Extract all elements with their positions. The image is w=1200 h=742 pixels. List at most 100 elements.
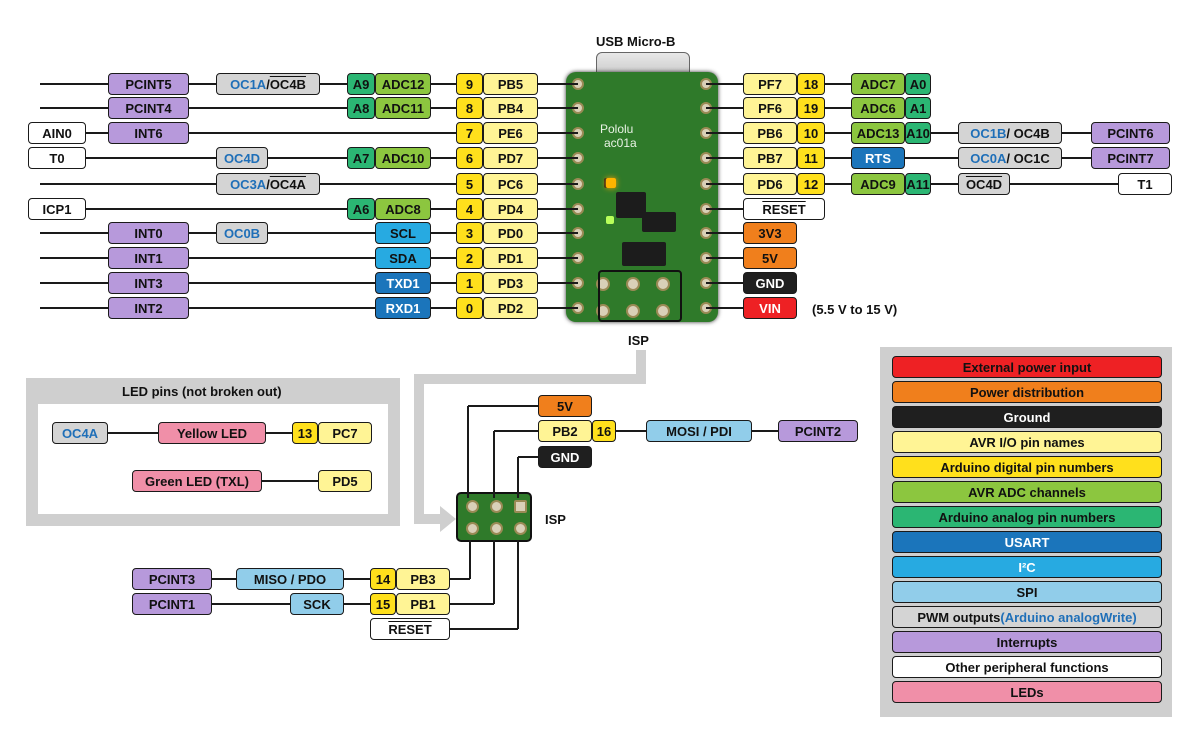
pin-label-a6: A6 <box>347 198 375 220</box>
pin-label-t1: T1 <box>1118 173 1172 195</box>
isp-sck: SCK <box>290 593 344 615</box>
pin-label-adc13: ADC13 <box>851 122 905 144</box>
isp-arrow <box>414 374 424 524</box>
legend-item-spi: SPI <box>892 581 1162 603</box>
isp-arrow-head <box>440 506 456 532</box>
green-led <box>606 216 614 224</box>
pin-label-pd1: PD1 <box>483 247 538 269</box>
pin-label-a10: A10 <box>905 122 931 144</box>
legend-item-external-power-input: External power input <box>892 356 1162 378</box>
pin-label-a1: A1 <box>905 97 931 119</box>
vin-note: (5.5 V to 15 V) <box>812 302 898 317</box>
isp-5v: 5V <box>538 395 592 417</box>
pin-label-int2: INT2 <box>108 297 189 319</box>
pin-label-18: 18 <box>797 73 825 95</box>
left-wire-6 <box>40 232 578 234</box>
pin-label-rts: RTS <box>851 147 905 169</box>
pin-label-9: 9 <box>456 73 483 95</box>
pin-label-pcint7: PCINT7 <box>1091 147 1170 169</box>
isp-wire-gnd <box>518 456 538 458</box>
pin-label-11: 11 <box>797 147 825 169</box>
pin-label-adc12: ADC12 <box>375 73 431 95</box>
legend-item-arduino-digital-pin-numbers: Arduino digital pin numbers <box>892 456 1162 478</box>
pin-label-adc7: ADC7 <box>851 73 905 95</box>
pin-label-oc0a-oc1c: OC0A / OC1C <box>958 147 1062 169</box>
pin-label-10: 10 <box>797 122 825 144</box>
right-wire-5 <box>706 208 743 210</box>
isp-wire-reset <box>517 540 519 629</box>
isp-reset: RESET <box>370 618 450 640</box>
pin-label-pb6: PB6 <box>743 122 797 144</box>
pin-label-7: 7 <box>456 122 483 144</box>
pin-label-3v3: 3V3 <box>743 222 797 244</box>
board-silk-2: ac01a <box>604 136 637 150</box>
usb-title: USB Micro-B <box>596 34 676 49</box>
pin-label-txd1: TXD1 <box>375 272 431 294</box>
pin-label-a8: A8 <box>347 97 375 119</box>
isp-pb3: PB3 <box>396 568 450 590</box>
isp-header-pad <box>514 500 527 513</box>
isp-wire-mosi <box>493 431 495 498</box>
board-silk-1: Pololu <box>600 122 634 136</box>
pin-label-int6: INT6 <box>108 122 189 144</box>
legend-item-interrupts: Interrupts <box>892 631 1162 653</box>
pin-label-pcint6: PCINT6 <box>1091 122 1170 144</box>
led-green: Green LED (TXL) <box>132 470 262 492</box>
pin-label-int3: INT3 <box>108 272 189 294</box>
isp-wire-miso <box>469 540 471 579</box>
pin-label-sda: SDA <box>375 247 431 269</box>
isp-wire-reset <box>450 628 518 630</box>
pin-label-2: 2 <box>456 247 483 269</box>
legend-item-usart: USART <box>892 531 1162 553</box>
pin-label-t0: T0 <box>28 147 86 169</box>
isp-miso: MISO / PDO <box>236 568 344 590</box>
right-wire-9 <box>706 307 743 309</box>
legend-item-other-peripheral-functions: Other peripheral functions <box>892 656 1162 678</box>
pin-label-pb4: PB4 <box>483 97 538 119</box>
pin-label-1: 1 <box>456 272 483 294</box>
pin-label-pd2: PD2 <box>483 297 538 319</box>
pin-label-pcint4: PCINT4 <box>108 97 189 119</box>
pin-label-reset: RESET <box>743 198 825 220</box>
led-pd5: PD5 <box>318 470 372 492</box>
left-wire-8 <box>40 282 578 284</box>
isp-pad <box>626 304 640 318</box>
led-wire-green <box>250 480 330 482</box>
isp-arrow <box>636 350 646 380</box>
isp-wire-5v <box>468 405 538 407</box>
pin-label-oc4d: OC4D <box>216 147 268 169</box>
legend-item-ground: Ground <box>892 406 1162 428</box>
pin-label-adc6: ADC6 <box>851 97 905 119</box>
isp-wire-mosi <box>494 430 538 432</box>
pin-label-int0: INT0 <box>108 222 189 244</box>
isp-pad <box>656 277 670 291</box>
pin-label-pd6: PD6 <box>743 173 797 195</box>
led-pins-inner <box>38 404 388 514</box>
isp-arrow <box>414 514 442 524</box>
pin-label-a0: A0 <box>905 73 931 95</box>
pin-label-4: 4 <box>456 198 483 220</box>
pin-label-3: 3 <box>456 222 483 244</box>
legend-item-power-distribution: Power distribution <box>892 381 1162 403</box>
pin-label-pf7: PF7 <box>743 73 797 95</box>
isp-15: 15 <box>370 593 396 615</box>
pin-label-12: 12 <box>797 173 825 195</box>
pin-label-adc11: ADC11 <box>375 97 431 119</box>
isp-wire-gnd <box>517 457 519 498</box>
isp-pb1: PB1 <box>396 593 450 615</box>
isp-header-pad <box>514 522 527 535</box>
isp-pcint3: PCINT3 <box>132 568 212 590</box>
left-wire-2 <box>40 132 578 134</box>
pin-label-a11: A11 <box>905 173 931 195</box>
isp-gnd: GND <box>538 446 592 468</box>
pin-label-a7: A7 <box>347 147 375 169</box>
board-chip <box>622 242 666 266</box>
right-wire-6 <box>706 232 743 234</box>
isp-pb2: PB2 <box>538 420 592 442</box>
legend-item-i-c: I²C <box>892 556 1162 578</box>
isp-outline <box>598 270 682 322</box>
pin-label-vin: VIN <box>743 297 797 319</box>
pin-label-rxd1: RXD1 <box>375 297 431 319</box>
